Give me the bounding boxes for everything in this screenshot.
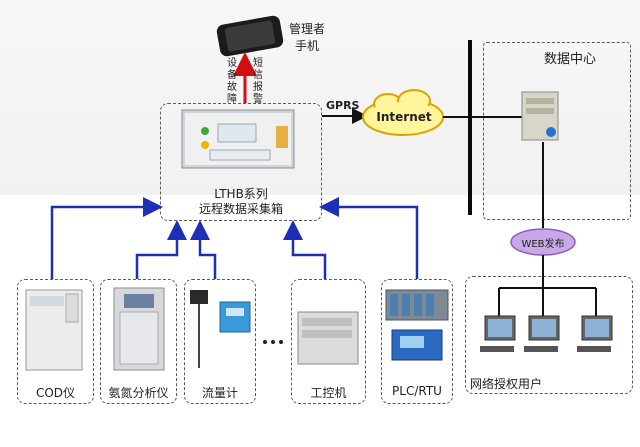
collector-panel-icon — [181, 109, 295, 169]
sms-label: 短信报警 — [253, 58, 263, 105]
user-computer-icon — [577, 315, 613, 352]
user-computer-icon — [480, 315, 516, 352]
cod-analyzer-icon — [25, 289, 83, 371]
plc-icon — [385, 289, 449, 361]
plc-box — [381, 279, 453, 404]
cod-box — [17, 279, 94, 404]
ipc-label: 工控机 — [310, 386, 347, 400]
phone-label: 管理者手机 — [288, 22, 325, 53]
industrial-pc-icon — [297, 311, 359, 365]
ammonia-label: 氨氮分析仪 — [108, 386, 169, 400]
phone-icon — [216, 15, 284, 57]
flow-box — [184, 279, 256, 404]
collector-title: LTHB系列远程数据采集箱 — [198, 187, 283, 216]
cod-label: COD仪 — [35, 386, 76, 400]
flowmeter-icon — [190, 290, 251, 368]
fault-label: 设备故障 — [227, 58, 237, 105]
dots-icon — [263, 340, 283, 344]
web-label: WEB发布 — [521, 239, 565, 250]
flow-label: 流量计 — [201, 386, 238, 400]
server-icon — [521, 91, 559, 141]
user-computer-icon — [524, 315, 560, 352]
collector-box — [160, 103, 322, 221]
gprs-label: GPRS — [326, 99, 360, 112]
device-links — [50, 197, 419, 279]
internet-cloud — [362, 89, 444, 136]
ammonia-box — [100, 279, 177, 404]
users-box — [465, 276, 633, 394]
datacenter-box — [483, 42, 631, 220]
plc-label: PLC/RTU — [392, 384, 442, 398]
ammonia-analyzer-icon — [113, 287, 165, 371]
users-label: 网络授权用户 — [470, 377, 543, 391]
internet-label: Internet — [376, 110, 432, 124]
ipc-box — [291, 279, 366, 404]
datacenter-title: 数据中心 — [544, 52, 597, 67]
